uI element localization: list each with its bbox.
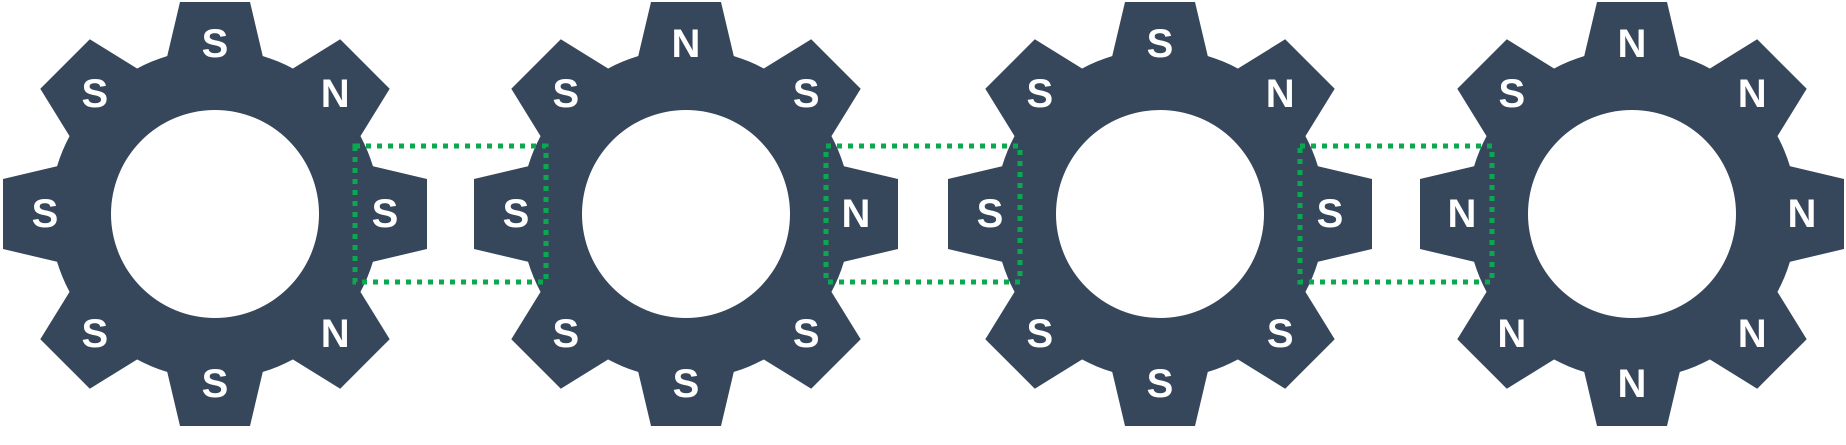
gear-tooth (748, 276, 861, 389)
gear-tooth (1222, 276, 1335, 389)
pole-label: S (1317, 192, 1344, 236)
pole-label: S (552, 72, 579, 116)
pole-label: S (81, 72, 108, 116)
gear-tooth (1108, 2, 1212, 74)
pole-label: S (503, 192, 530, 236)
pole-label: N (1448, 192, 1477, 236)
gear-tooth (1694, 276, 1807, 389)
gear-tooth (1457, 39, 1570, 152)
pole-label: S (202, 22, 229, 66)
gear-3: S N S S S S S S (948, 2, 1372, 426)
gear-tooth (985, 39, 1098, 152)
gear-tooth (1222, 39, 1335, 152)
pole-label: S (793, 312, 820, 356)
pole-label: N (321, 312, 350, 356)
gear-tooth (511, 39, 624, 152)
pole-label: S (673, 362, 700, 406)
gear-tooth (277, 276, 390, 389)
gear-hole (1056, 110, 1264, 318)
gear-tooth (3, 162, 75, 266)
gear-tooth (985, 276, 1098, 389)
gear-tooth (948, 162, 1020, 266)
highlight-box (352, 143, 549, 285)
gear-4: N N N N N N N S (1420, 2, 1844, 426)
pole-label: N (1738, 72, 1767, 116)
pole-label: S (1498, 72, 1525, 116)
gear-tooth (1772, 162, 1844, 266)
pole-label: S (552, 312, 579, 356)
pole-label: N (1497, 312, 1526, 356)
gear-tooth (1108, 354, 1212, 426)
gear-tooth (163, 354, 267, 426)
pole-label: S (81, 312, 108, 356)
pole-label: S (1026, 312, 1053, 356)
pole-label: N (1738, 312, 1767, 356)
gear-tooth (163, 2, 267, 74)
gear-1: S N S N S S S S (3, 2, 427, 426)
pole-label: N (672, 22, 701, 66)
pole-label: N (1788, 192, 1817, 236)
gear-tooth (1580, 354, 1684, 426)
pole-label: N (1266, 72, 1295, 116)
pole-label: S (977, 192, 1004, 236)
gear-tooth (634, 2, 738, 74)
gear-tooth (355, 162, 427, 266)
pole-label: N (842, 192, 871, 236)
gear-tooth (511, 276, 624, 389)
highlight-box (1297, 143, 1495, 285)
pole-label: N (1618, 22, 1647, 66)
pole-label: N (321, 72, 350, 116)
gear-tooth (40, 39, 153, 152)
gear-hole (582, 110, 790, 318)
pole-label: S (202, 362, 229, 406)
pole-label: S (793, 72, 820, 116)
gear-tooth (1694, 39, 1807, 152)
gear-tooth (1457, 276, 1570, 389)
gear-tooth (826, 162, 898, 266)
pole-label: S (1147, 22, 1174, 66)
gear-hole (111, 110, 319, 318)
gear-tooth (1300, 162, 1372, 266)
gear-hole (1528, 110, 1736, 318)
gear-tooth (634, 354, 738, 426)
gear-tooth (1420, 162, 1492, 266)
pole-label: S (1147, 362, 1174, 406)
pole-label: S (32, 192, 59, 236)
gear-tooth (277, 39, 390, 152)
gear-tooth (748, 39, 861, 152)
gear-tooth (40, 276, 153, 389)
pole-label: S (1267, 312, 1294, 356)
pole-label: S (1026, 72, 1053, 116)
pole-label: N (1618, 362, 1647, 406)
gear-tooth (474, 162, 546, 266)
pole-label: S (372, 192, 399, 236)
gear-tooth (1580, 2, 1684, 74)
gear-2: N S N S S S S S (474, 2, 898, 426)
